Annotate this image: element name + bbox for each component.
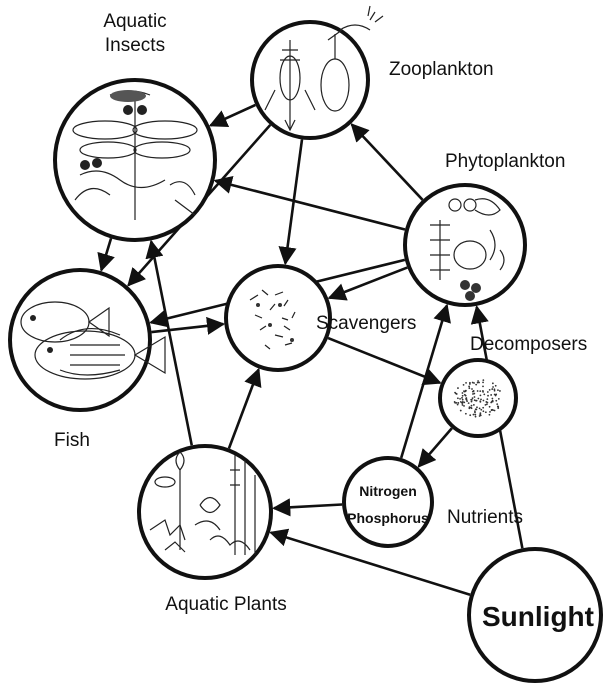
- aquatic-insects-label-line2: Insects: [105, 35, 165, 56]
- arrow-nutrients-to-aquatic-plants: [274, 505, 342, 509]
- phytoplankton-label: Phytoplankton: [445, 151, 565, 172]
- node-fish: Fish: [10, 270, 165, 451]
- node-sunlight: Sunlight: [469, 549, 601, 681]
- arrow-zooplankton-to-aquatic-insects: [210, 105, 255, 126]
- arrow-decomposers-to-nutrients: [419, 428, 452, 466]
- nutrients-label: Nutrients: [447, 507, 523, 528]
- scavengers-label: Scavengers: [316, 313, 416, 334]
- nutrients-inner-line1: Nitrogen: [359, 483, 417, 499]
- arrow-phytoplankton-to-aquatic-insects: [215, 181, 405, 230]
- scavengers-circle: [226, 266, 330, 370]
- arrow-phytoplankton-to-zooplankton: [352, 124, 423, 199]
- sunlight-label: Sunlight: [482, 601, 594, 632]
- node-aquatic-plants: Aquatic Plants: [139, 446, 287, 615]
- decomposers-label: Decomposers: [470, 334, 587, 355]
- arrow-phytoplankton-to-scavengers: [329, 268, 407, 298]
- arrow-aquatic-plants-to-scavengers: [229, 369, 259, 448]
- nutrients-inner-line2: Phosphorus: [347, 510, 429, 526]
- node-nutrients: Nitrogen Phosphorus Nutrients: [344, 458, 523, 546]
- fish-circle: [10, 270, 150, 410]
- node-aquatic-insects: Aquatic Insects: [55, 11, 215, 240]
- zooplankton-circle: [252, 22, 368, 138]
- aquatic-insects-label-line1: Aquatic: [103, 11, 166, 32]
- nutrients-circle: [344, 458, 432, 546]
- node-zooplankton: Zooplankton: [252, 6, 494, 138]
- arrow-fish-to-scavengers: [152, 324, 224, 332]
- aquatic-plants-label: Aquatic Plants: [165, 594, 286, 615]
- zooplankton-label: Zooplankton: [389, 59, 494, 80]
- fish-label: Fish: [54, 430, 90, 451]
- node-decomposers: Decomposers: [440, 334, 587, 436]
- aquatic-plants-circle: [139, 446, 271, 578]
- arrow-aquatic-plants-to-aquatic-insects: [151, 241, 192, 445]
- arrow-aquatic-insects-to-fish: [101, 238, 111, 270]
- node-phytoplankton: Phytoplankton: [405, 151, 565, 305]
- arrow-scavengers-to-decomposers: [328, 338, 440, 383]
